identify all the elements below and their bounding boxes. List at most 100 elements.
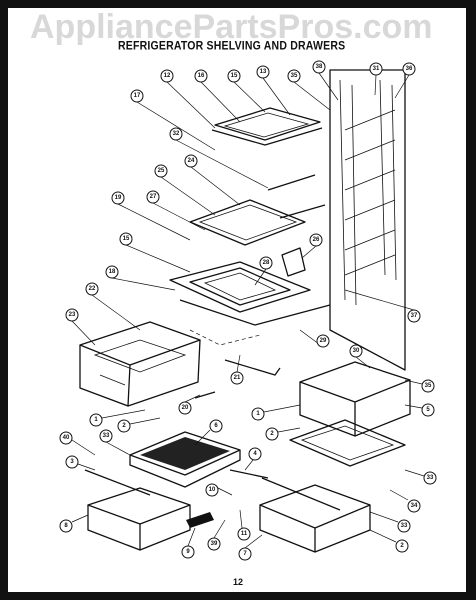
callout-7: 7 <box>238 534 263 561</box>
callout-12: 12 <box>160 69 216 129</box>
callout-34: 34 <box>389 489 421 513</box>
watermark: AppliancePartsPros.com <box>30 8 433 46</box>
svg-text:1: 1 <box>256 411 260 417</box>
border-left <box>0 0 8 600</box>
diagram-frame <box>8 8 466 592</box>
callout-15-mid: 15 <box>119 232 191 273</box>
svg-text:16: 16 <box>198 73 205 79</box>
svg-text:35: 35 <box>291 73 298 79</box>
svg-text:3: 3 <box>70 459 74 465</box>
right-rail <box>261 477 341 511</box>
slide-rail-left <box>224 359 281 376</box>
callout-38: 38 <box>312 60 339 101</box>
svg-text:34: 34 <box>411 503 418 509</box>
top-shelf <box>211 107 323 146</box>
svg-text:31: 31 <box>373 66 380 72</box>
callout-24: 24 <box>184 154 241 206</box>
callout-2-left: 2 <box>117 417 161 433</box>
frame-shelf <box>169 261 311 313</box>
callout-26: 26 <box>301 233 323 259</box>
svg-text:2: 2 <box>122 423 126 429</box>
svg-text:23: 23 <box>69 312 76 318</box>
svg-text:13: 13 <box>260 69 267 75</box>
drawer-stop <box>186 512 214 528</box>
callout-6: 6 <box>194 419 223 446</box>
svg-text:10: 10 <box>209 487 216 493</box>
callout-33-right-top: 33 <box>404 469 437 485</box>
svg-text:30: 30 <box>353 348 360 354</box>
svg-text:18: 18 <box>109 269 116 275</box>
svg-text:21: 21 <box>234 375 241 381</box>
svg-text:33: 33 <box>427 475 434 481</box>
callout-39: 39 <box>207 519 226 551</box>
shelf-bracket <box>281 247 306 277</box>
callout-19: 19 <box>111 191 191 241</box>
callout-21: 21 <box>230 354 244 385</box>
callout-37: 37 <box>344 289 421 323</box>
right-drawer <box>259 484 371 553</box>
callout-33-left: 33 <box>99 429 131 456</box>
svg-text:24: 24 <box>188 158 195 164</box>
trim-strip-upper <box>267 174 316 191</box>
callout-1-right: 1 <box>251 404 301 421</box>
callout-25: 25 <box>154 164 216 216</box>
slide-clip <box>194 391 216 399</box>
callout-17: 17 <box>130 89 216 151</box>
svg-text:33: 33 <box>401 523 408 529</box>
callout-2-bottom: 2 <box>369 529 409 553</box>
callout-33-right-bottom: 33 <box>369 511 411 533</box>
callout-16: 16 <box>194 69 241 123</box>
svg-text:17: 17 <box>134 93 141 99</box>
svg-text:28: 28 <box>263 260 270 266</box>
callout-5: 5 <box>404 403 435 417</box>
svg-text:32: 32 <box>173 131 180 137</box>
callout-4: 4 <box>244 447 262 471</box>
callout-35-top: 35 <box>287 69 331 111</box>
svg-text:15: 15 <box>123 236 130 242</box>
svg-text:29: 29 <box>320 338 327 344</box>
cabinet-rails <box>329 69 406 371</box>
left-drawer-cover <box>129 431 241 488</box>
trim-strip-lower <box>279 204 326 219</box>
callout-1-left: 1 <box>89 409 146 427</box>
callout-28: 28 <box>254 256 273 286</box>
border-top <box>0 0 476 8</box>
callout-13: 13 <box>256 65 291 116</box>
svg-text:2: 2 <box>400 543 404 549</box>
callout-18: 18 <box>105 265 176 291</box>
svg-text:35: 35 <box>425 383 432 389</box>
callout-3: 3 <box>65 455 96 471</box>
svg-text:38: 38 <box>316 64 323 70</box>
border-bottom <box>0 592 476 600</box>
left-crisper-pan <box>79 321 201 407</box>
glass-shelf <box>189 199 306 246</box>
left-drawer <box>87 487 191 551</box>
callout-29: 29 <box>299 329 330 348</box>
callout-31: 31 <box>369 62 383 96</box>
svg-text:33: 33 <box>103 433 110 439</box>
svg-text:39: 39 <box>211 541 218 547</box>
svg-text:26: 26 <box>313 237 320 243</box>
svg-text:5: 5 <box>426 407 430 413</box>
callout-22: 22 <box>85 282 141 331</box>
svg-text:27: 27 <box>150 194 157 200</box>
callout-40: 40 <box>59 431 96 456</box>
callout-8: 8 <box>59 514 89 533</box>
diagram-title: REFRIGERATOR SHELVING AND DRAWERS <box>118 39 346 53</box>
border-right <box>466 0 476 600</box>
svg-text:40: 40 <box>63 435 70 441</box>
callout-2-right: 2 <box>265 427 301 441</box>
right-drawer-frame <box>289 419 406 467</box>
svg-text:37: 37 <box>411 313 418 319</box>
svg-text:6: 6 <box>214 423 218 429</box>
callout-35-right: 35 <box>404 379 435 393</box>
callout-9: 9 <box>181 527 196 559</box>
svg-text:15: 15 <box>231 73 238 79</box>
left-rail <box>84 469 151 496</box>
svg-text:2: 2 <box>270 431 274 437</box>
callout-30: 30 <box>349 344 371 369</box>
callout-32: 32 <box>169 127 269 189</box>
svg-text:25: 25 <box>158 168 165 174</box>
callout-11: 11 <box>237 509 251 541</box>
